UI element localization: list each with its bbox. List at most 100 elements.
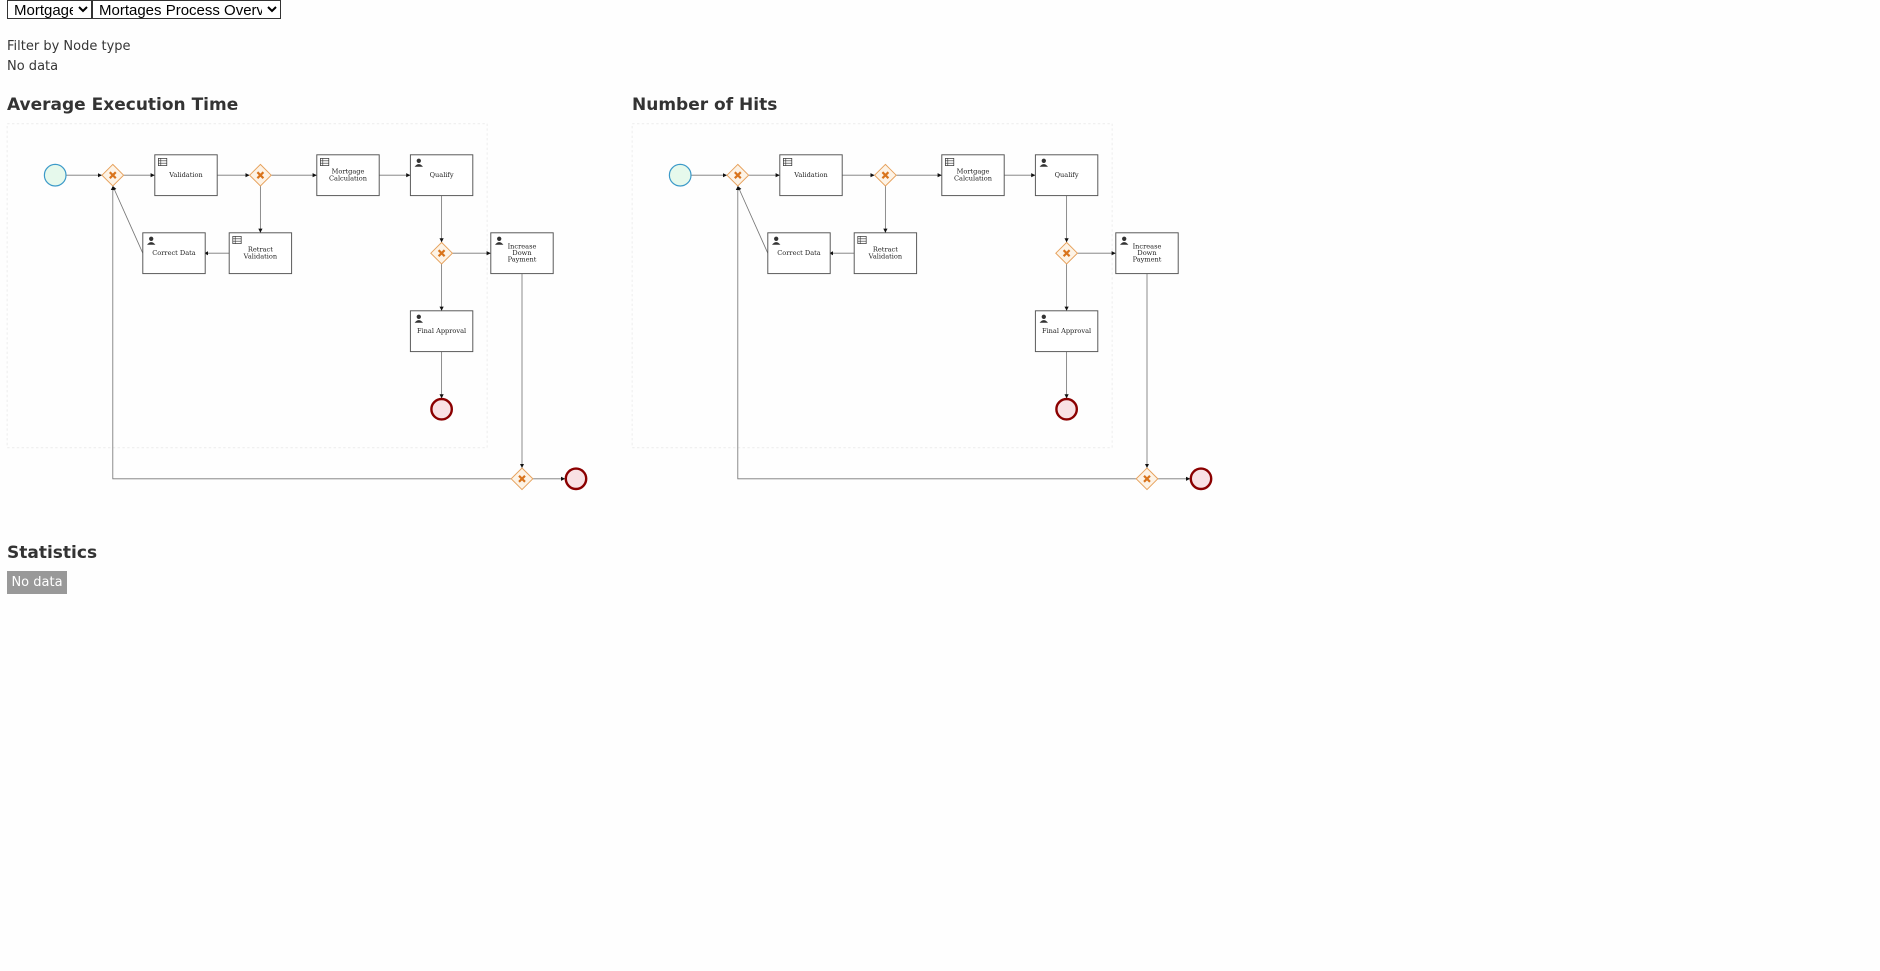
table-frame: [320, 158, 330, 166]
table-lines: [945, 158, 954, 166]
task-label: Payment: [1133, 256, 1162, 264]
exclusive-gateway[interactable]: [1055, 241, 1079, 265]
table-lines: [232, 236, 242, 244]
avg-execution-time-title: Average Execution Time: [7, 95, 239, 115]
business-rule-icon: [320, 158, 330, 166]
user-head: [149, 236, 154, 241]
x-icon: [109, 171, 117, 179]
task-final-approval[interactable]: Final Approval: [409, 310, 474, 353]
task-box: [316, 154, 380, 197]
user-icon: [414, 314, 423, 323]
exclusive-gateway[interactable]: [726, 163, 750, 187]
sequence-flow: [112, 185, 144, 254]
task-label: Payment: [508, 256, 537, 264]
task-final-approval[interactable]: Final Approval: [1034, 310, 1099, 353]
exclusive-gateway[interactable]: [873, 163, 897, 187]
user-body: [495, 242, 504, 245]
end-event[interactable]: [1055, 397, 1078, 421]
sequence-flow: [737, 185, 769, 254]
task-label: Validation: [793, 171, 828, 179]
task-label: Mortgage: [957, 168, 990, 176]
task-validation[interactable]: Validation: [154, 154, 218, 197]
task-label: Correct Data: [152, 249, 196, 257]
user-head: [1041, 158, 1046, 163]
task-label: Down: [512, 249, 532, 257]
task-label: Qualify: [1055, 171, 1079, 179]
task-box: [779, 154, 843, 197]
x-icon: [1062, 249, 1071, 257]
task-label: Retract: [248, 246, 273, 254]
sequence-flow: [735, 186, 1137, 480]
view-select[interactable]: Mortages Process Overview: [92, 0, 281, 19]
exclusive-gateway[interactable]: [101, 163, 125, 187]
task-qualify[interactable]: Qualify: [409, 154, 474, 197]
user-body: [772, 242, 781, 245]
task-label: Increase: [1133, 242, 1162, 250]
filter-label: Filter by Node type: [7, 39, 131, 54]
filter-value: No data: [7, 59, 59, 74]
task-label: Retract: [873, 246, 898, 254]
user-body: [414, 320, 423, 323]
task-label: Calculation: [954, 174, 993, 182]
task-box: [228, 232, 293, 275]
task-validation[interactable]: Validation: [779, 154, 843, 197]
x-icon: [734, 171, 742, 179]
task-qualify[interactable]: Qualify: [1034, 154, 1099, 197]
task-correct-data[interactable]: Correct Data: [767, 232, 831, 275]
end-event[interactable]: [430, 397, 453, 421]
business-rule-icon: [158, 158, 168, 166]
x-icon: [256, 171, 265, 179]
user-head: [416, 314, 421, 319]
user-body: [414, 164, 423, 167]
user-icon: [495, 236, 504, 245]
task-box: [853, 232, 918, 275]
sequence-flow: [110, 186, 512, 480]
start-event[interactable]: [43, 163, 67, 187]
table-frame: [158, 158, 168, 166]
task-correct-data[interactable]: Correct Data: [142, 232, 206, 275]
table-lines: [783, 158, 792, 166]
business-rule-icon: [857, 236, 867, 244]
task-label: Down: [1137, 249, 1157, 257]
end-event[interactable]: [1189, 467, 1213, 491]
task-label: Mortgage: [332, 168, 365, 176]
user-head: [774, 236, 779, 241]
table-frame: [783, 158, 793, 166]
user-head: [1122, 236, 1127, 241]
user-body: [1039, 320, 1048, 323]
table-frame: [857, 236, 867, 244]
task-box: [154, 154, 218, 197]
process-select[interactable]: Mortgage: [7, 0, 92, 19]
start-event[interactable]: [668, 163, 692, 187]
user-body: [1039, 164, 1048, 167]
task-box: [941, 154, 1005, 197]
exclusive-gateway[interactable]: [1135, 467, 1159, 491]
user-head: [416, 158, 421, 163]
table-lines: [158, 158, 167, 166]
exclusive-gateway[interactable]: [510, 467, 534, 491]
end-event[interactable]: [564, 467, 588, 491]
task-label: Validation: [243, 252, 278, 260]
user-icon: [772, 236, 781, 245]
table-lines: [320, 158, 329, 166]
x-icon: [518, 475, 526, 483]
exclusive-gateway[interactable]: [430, 241, 454, 265]
statistics-title: Statistics: [7, 543, 98, 563]
task-label: Validation: [868, 252, 903, 260]
task-label: Correct Data: [777, 249, 821, 257]
task-box: [1115, 232, 1179, 275]
number-of-hits-title: Number of Hits: [632, 95, 778, 115]
diagram-canvas-border: [6, 122, 488, 449]
task-label: Final Approval: [417, 327, 466, 335]
x-icon: [437, 249, 446, 257]
user-icon: [414, 158, 423, 167]
exclusive-gateway[interactable]: [248, 163, 272, 187]
